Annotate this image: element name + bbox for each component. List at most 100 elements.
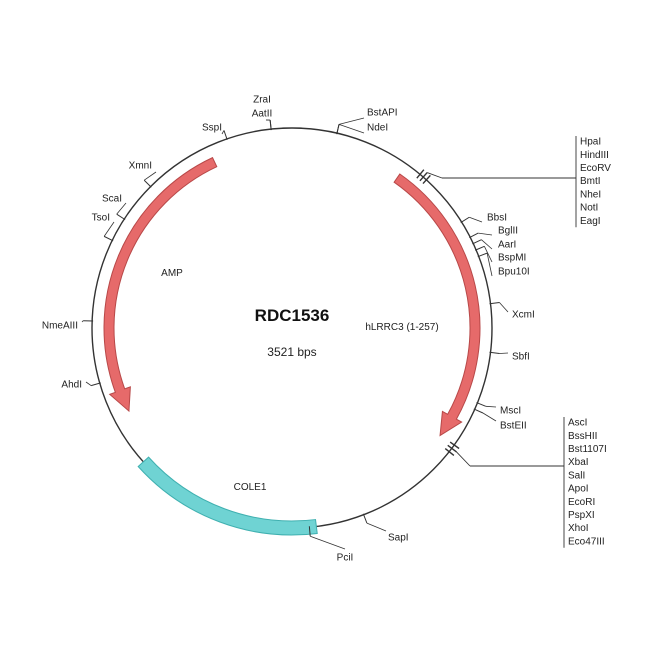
site-xbai-label[interactable]: XbaI — [568, 457, 589, 468]
site-xmni-leader — [143, 171, 157, 181]
site-bglii[interactable]: BglII — [469, 226, 518, 239]
site-ndei-tick — [336, 124, 340, 135]
site-bst1107i-label[interactable]: Bst1107I — [568, 444, 607, 455]
site-bpu10i-tick — [477, 252, 488, 258]
site-tsoi-label: TsoI — [92, 213, 110, 224]
site-ndei-leader — [338, 123, 365, 134]
site-sbfi-label: SbfI — [512, 352, 530, 363]
site-aari-label: AarI — [498, 240, 516, 251]
site-bspmi[interactable]: BspMI — [474, 245, 526, 264]
site-sali-label[interactable]: SalI — [568, 470, 585, 481]
site-xcmi[interactable]: XcmI — [489, 302, 535, 321]
site-nmeaiii-leader — [81, 320, 84, 323]
cluster_bottom-tick — [449, 441, 460, 450]
site-ahdi-label: AhdI — [61, 380, 82, 391]
site-bstapi-label: BstAPI — [367, 108, 398, 119]
site-msci-leader — [485, 405, 497, 408]
cluster_top-tick — [419, 172, 428, 182]
site-bsteii[interactable]: BstEII — [473, 408, 527, 432]
cluster_top-tick — [422, 174, 431, 185]
site-bbsi-leader — [469, 216, 483, 223]
site-sapi-label: SapI — [388, 533, 409, 544]
site-eco47iii-label[interactable]: Eco47III — [568, 536, 605, 547]
site-aari-leader — [481, 239, 493, 250]
site-scai-tick — [116, 213, 126, 221]
site-scai[interactable]: ScaI — [102, 194, 127, 221]
site-pcii-label: PciI — [337, 553, 354, 564]
site-ecori-label[interactable]: EcoRI — [568, 497, 595, 508]
site-sapi-leader — [366, 522, 387, 532]
site-ahdi[interactable]: AhdI — [61, 380, 101, 391]
site-bpu10i[interactable]: Bpu10I — [477, 252, 530, 278]
site-msci-tick — [476, 402, 486, 407]
site-asci-label[interactable]: AscI — [568, 418, 587, 429]
site-bstapi-leader — [338, 117, 365, 125]
site-clusters-layer: HpaI HindIII EcoRV BmtI NheI NotI EagI AscI BssH… — [416, 136, 611, 548]
site-noti-label[interactable]: NotI — [580, 203, 598, 214]
site-bbsi[interactable]: BbsI — [460, 213, 507, 224]
site-eagi-label[interactable]: EagI — [580, 216, 601, 227]
site-bpu10i-leader — [486, 253, 493, 277]
site-xmni-tick — [143, 179, 152, 188]
site-bspmi-label: BspMI — [498, 253, 526, 264]
site-aatii-tick — [269, 120, 272, 131]
site-bmti-label[interactable]: BmtI — [580, 176, 601, 187]
site-tsoi-leader — [103, 221, 115, 237]
site-sspi-tick — [223, 130, 228, 141]
site-sspi[interactable]: SspI — [202, 123, 228, 141]
site-sapi[interactable]: SapI — [362, 513, 409, 544]
site-tsoi[interactable]: TsoI — [92, 213, 115, 242]
site-sspi-leader — [221, 130, 225, 135]
site-nhei-label[interactable]: NheI — [580, 189, 601, 200]
site-ahdi-leader — [85, 381, 92, 386]
site-apoi-label[interactable]: ApoI — [568, 484, 589, 495]
cluster-top: HpaI HindIII EcoRV BmtI NheI NotI EagI — [416, 136, 611, 228]
site-xcmi-label: XcmI — [512, 310, 535, 321]
site-pspxi-label[interactable]: PspXI — [568, 510, 595, 521]
site-pcii-leader — [310, 535, 346, 550]
site-pcii[interactable]: PciI — [308, 526, 354, 564]
site-msci-label: MscI — [500, 406, 521, 417]
site-aatii[interactable]: AatII — [252, 109, 273, 131]
site-bsteii-tick — [473, 408, 484, 414]
site-scai-label: ScaI — [102, 194, 122, 205]
site-aari-tick — [472, 239, 482, 245]
site-aatii-label: AatII — [252, 109, 273, 120]
plasmid-size: 3521 bps — [267, 345, 316, 359]
site-sbfi[interactable]: SbfI — [489, 351, 530, 363]
site-bglii-label: BglII — [498, 226, 518, 237]
site-sapi-tick — [362, 513, 368, 524]
site-aari[interactable]: AarI — [472, 239, 516, 251]
cluster_bottom-tick — [447, 444, 457, 453]
site-ndei[interactable]: NdeI — [336, 123, 388, 135]
site-xmni-label: XmnI — [129, 161, 152, 172]
site-bpu10i-label: Bpu10I — [498, 267, 530, 278]
site-xmni[interactable]: XmnI — [129, 161, 157, 188]
site-zrai-label: ZraI — [253, 95, 271, 106]
site-bglii-leader — [478, 232, 493, 236]
feature-hlrrc3-arrow — [393, 173, 481, 437]
site-bsteii-label: BstEII — [500, 421, 527, 432]
cluster_top-leader — [426, 172, 443, 179]
site-xhoi-label[interactable]: XhoI — [568, 523, 589, 534]
site-ahdi-tick — [90, 382, 101, 387]
site-ecorv-label[interactable]: EcoRV — [580, 163, 611, 174]
feature-amp-label: AMP — [161, 268, 183, 279]
site-nmeaiii-label: NmeAIII — [42, 321, 78, 332]
site-bsshii-label[interactable]: BssHII — [568, 431, 597, 442]
feature-amp-arrow — [103, 156, 218, 413]
site-ndei-label: NdeI — [367, 123, 388, 134]
site-nmeaiii[interactable]: NmeAIII — [42, 320, 94, 332]
site-sspi-label: SspI — [202, 123, 222, 134]
site-msci[interactable]: MscI — [476, 402, 522, 417]
site-xcmi-leader — [499, 302, 509, 313]
site-hindiii-label[interactable]: HindIII — [580, 150, 609, 161]
site-hpai-label[interactable]: HpaI — [580, 137, 601, 148]
site-bspmi-tick — [474, 245, 485, 251]
site-sbfi-tick — [489, 351, 500, 354]
cluster-bottom: AscI BssHII Bst1107I XbaI SalI ApoI EcoRI PspXI… — [444, 417, 607, 548]
site-tsoi-tick — [103, 235, 114, 242]
site-bbsi-tick — [460, 216, 470, 223]
